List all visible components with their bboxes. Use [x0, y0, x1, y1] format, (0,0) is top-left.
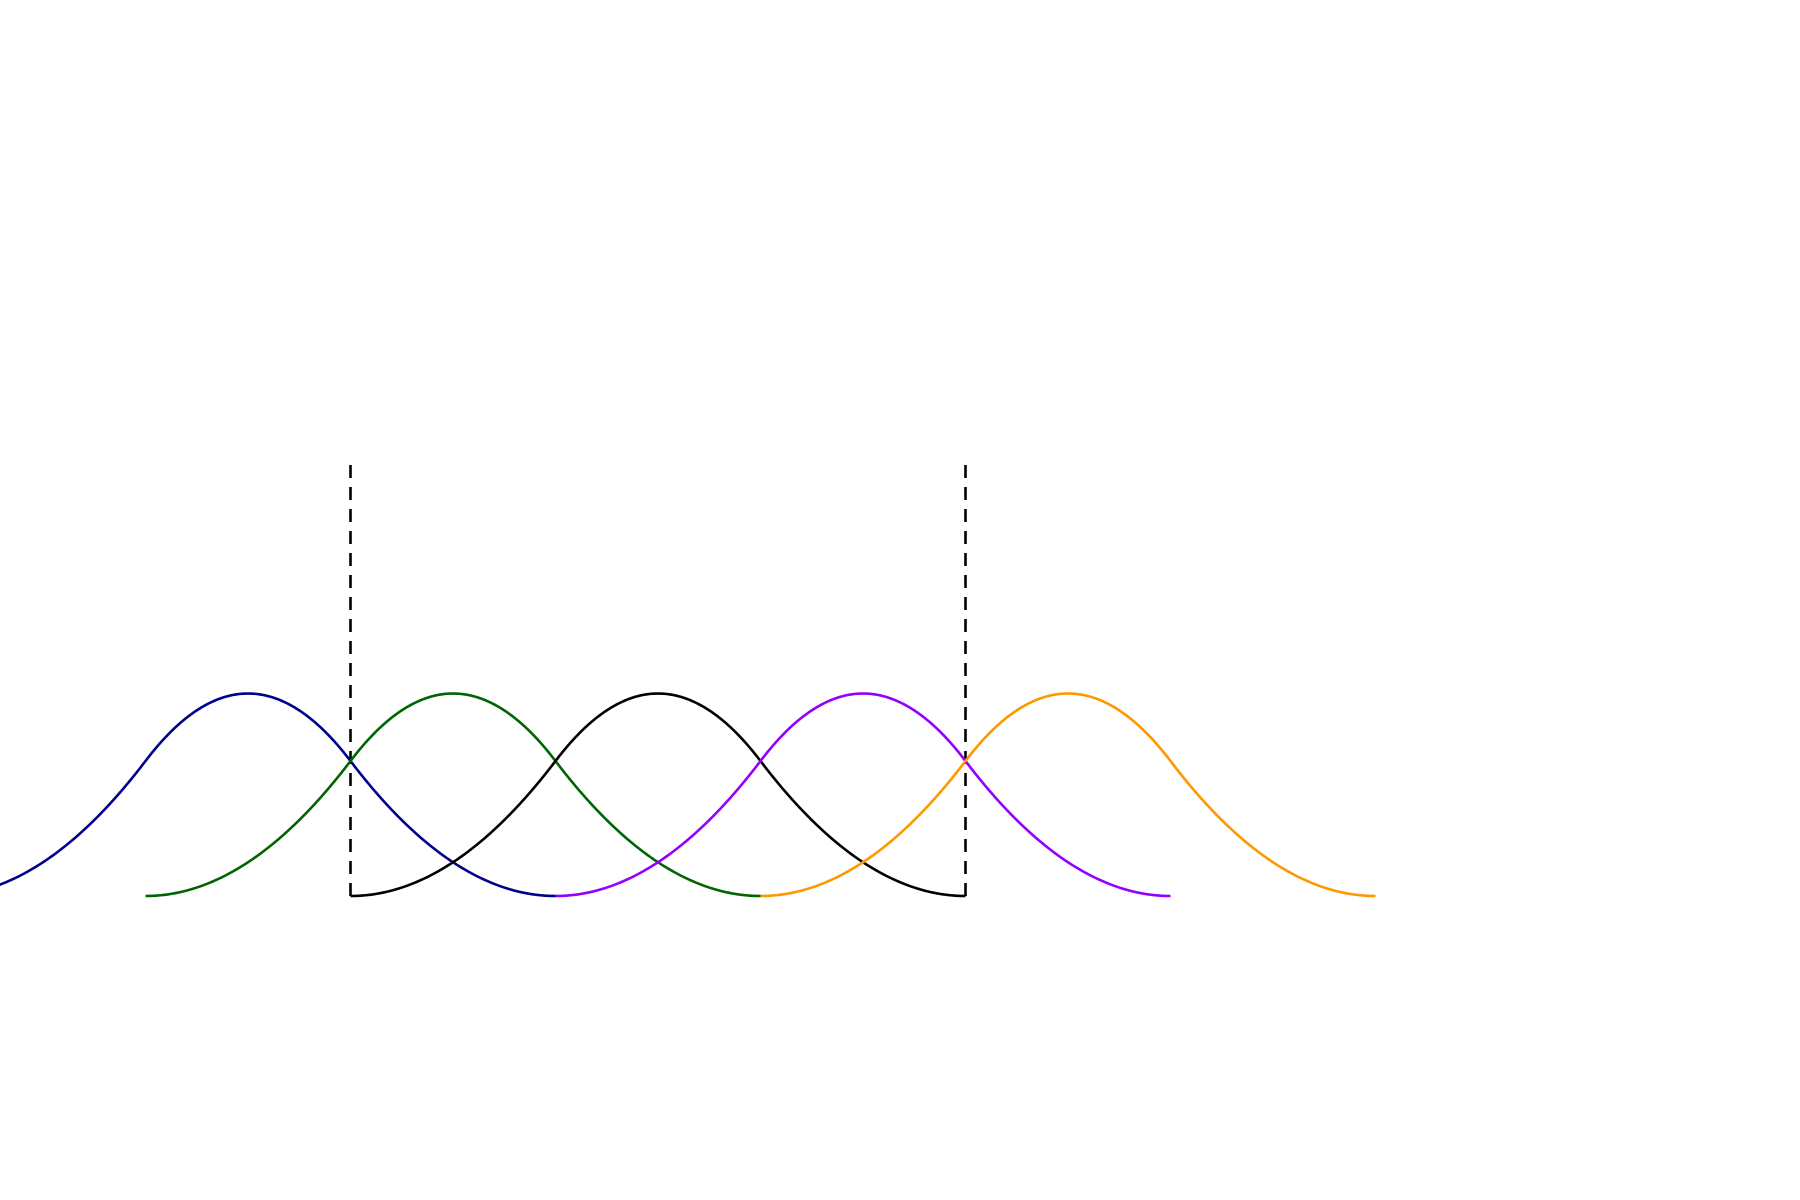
vertical-lines: [349, 464, 967, 896]
basis-curve-3: [350, 692, 966, 898]
basis-curve-2: [145, 692, 761, 898]
basis-curve-1: [0, 692, 556, 898]
basis-curves: [0, 692, 1376, 898]
basis-curve-5: [760, 692, 1376, 898]
basis-curve-4: [555, 692, 1171, 898]
